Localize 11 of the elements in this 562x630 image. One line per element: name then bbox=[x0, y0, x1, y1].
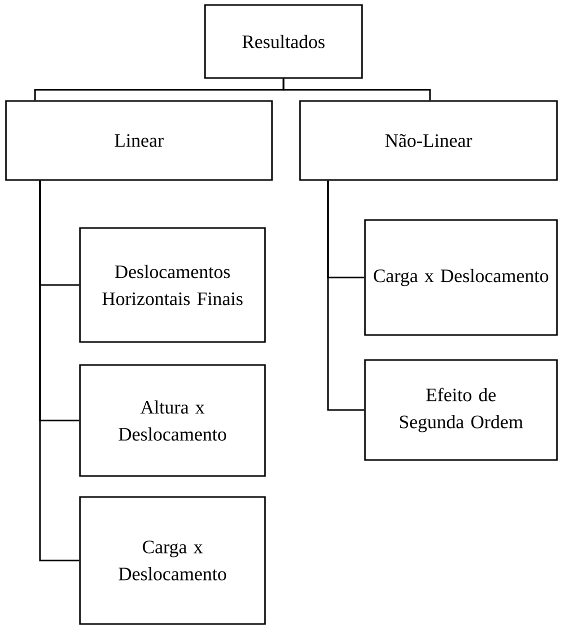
category-box: Efeito de Segunda Ordem bbox=[364, 359, 558, 461]
connector-line bbox=[39, 180, 80, 562]
category-box: Linear bbox=[5, 100, 273, 181]
category-box: Resultados bbox=[204, 4, 363, 79]
connector-line bbox=[327, 180, 364, 411]
category-box: Deslocamentos Horizontais Finais bbox=[79, 227, 266, 343]
category-box: Carga x Deslocamento bbox=[364, 219, 558, 336]
category-box: Altura x Deslocamento bbox=[79, 364, 266, 477]
category-box: Não-Linear bbox=[299, 100, 558, 181]
connector-line bbox=[282, 78, 431, 100]
category-box: Carga x Deslocamento bbox=[79, 496, 266, 625]
